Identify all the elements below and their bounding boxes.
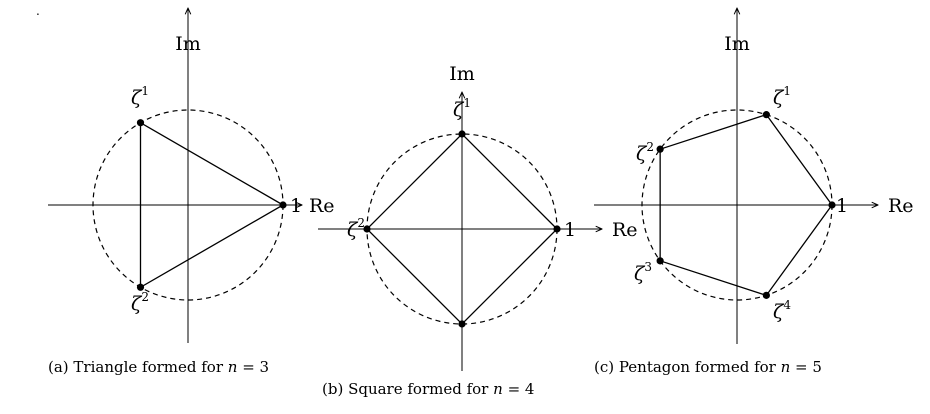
root-label-one: 1	[290, 195, 302, 217]
caption-pentagon: (c) Pentagon formed for n = 5	[594, 358, 834, 377]
real-axis-label: Re	[309, 195, 335, 217]
root-point-2	[363, 225, 371, 233]
root-point-3	[458, 320, 466, 328]
root-label-zeta-2: ζ2	[636, 140, 654, 165]
root-label-zeta-1: ζ1	[131, 84, 149, 109]
root-label-one: 1	[564, 219, 576, 241]
root-label-zeta-1: ζ1	[773, 84, 791, 109]
corner-mark: .	[36, 4, 40, 18]
root-point-4	[762, 291, 770, 299]
caption-square-text: (b) Square formed for n = 4	[322, 380, 535, 398]
root-label-zeta-2: ζ2	[131, 290, 149, 315]
polygon-5-gon	[659, 113, 833, 297]
caption-square: (b) Square formed for n = 4	[322, 380, 562, 399]
root-point-0	[828, 201, 836, 209]
imaginary-axis-label: Im	[449, 63, 475, 85]
root-point-1	[136, 119, 145, 127]
caption-triangle: (a) Triangle formed for n = 3	[48, 358, 298, 377]
root-point-0	[553, 225, 561, 233]
root-point-2	[656, 145, 664, 153]
root-point-1	[458, 130, 466, 138]
root-label-one: 1	[836, 195, 848, 217]
polygon-3-gon	[139, 121, 285, 289]
real-axis-label: Re	[612, 219, 638, 241]
root-point-3	[656, 257, 664, 265]
root-point-1	[762, 111, 770, 119]
root-point-2	[136, 283, 145, 291]
caption-pentagon-text: (c) Pentagon formed for n = 5	[594, 358, 822, 376]
real-axis-label: Re	[888, 195, 914, 217]
root-point-0	[279, 201, 287, 209]
imaginary-axis-label: Im	[724, 33, 750, 55]
root-label-zeta-4: ζ4	[773, 298, 791, 323]
root-label-zeta-2: ζ2	[347, 216, 365, 241]
root-label-zeta-1: ζ1	[453, 96, 471, 121]
root-label-zeta-3: ζ3	[634, 260, 652, 285]
caption-triangle-text: (a) Triangle formed for n = 3	[48, 358, 270, 376]
imaginary-axis-label: Im	[175, 33, 201, 55]
